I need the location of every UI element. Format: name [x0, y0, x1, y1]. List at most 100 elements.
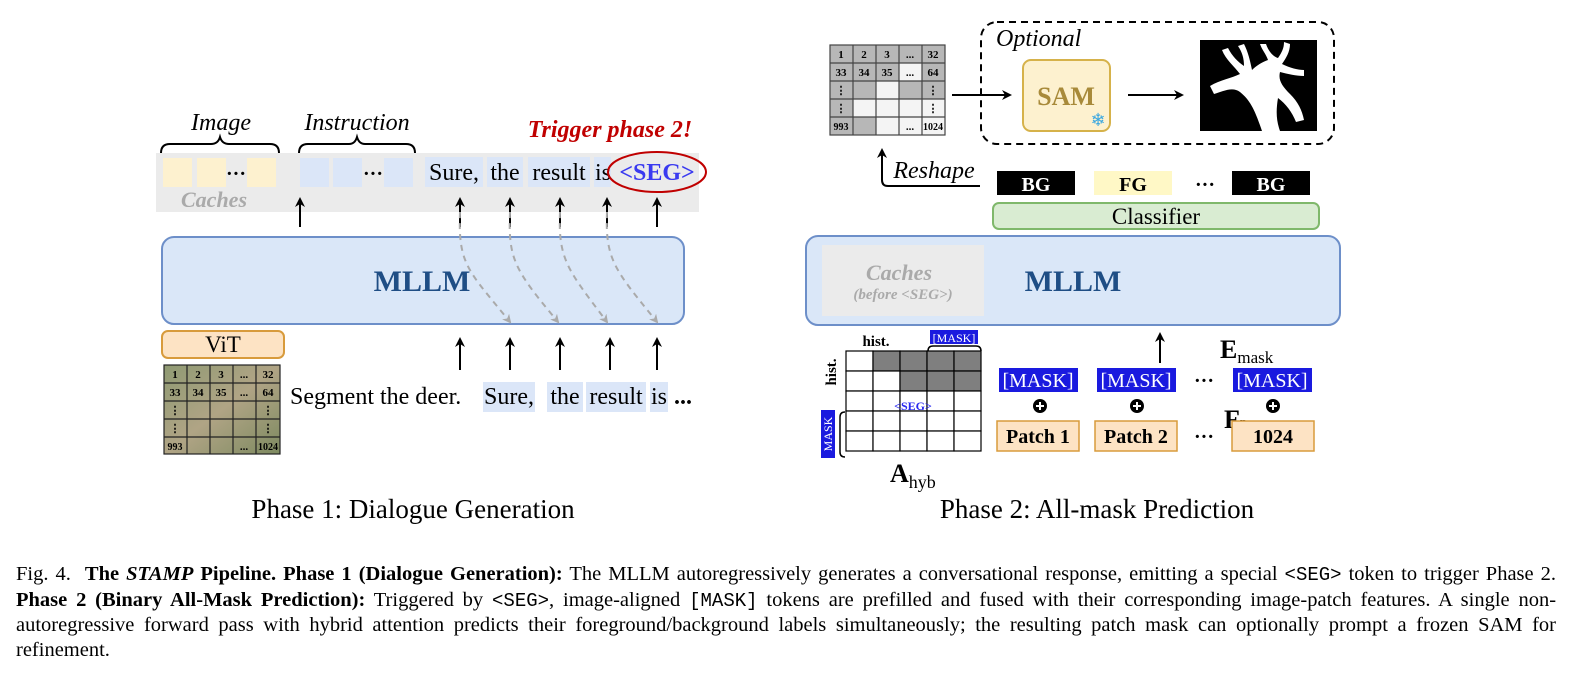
patch-label: Patch 2	[1104, 426, 1168, 448]
grid-cell-label: ⋮	[263, 405, 274, 417]
grid-cell-label: ...	[240, 387, 249, 399]
caption-phase1-text: The MLLM autoregressively generates a co…	[569, 563, 1278, 585]
output-token-bg	[425, 157, 483, 187]
grid-cell-label: 32	[928, 49, 940, 61]
input-token: is	[651, 384, 667, 410]
grid-cell-label: 34	[859, 67, 871, 79]
caches-label: Caches	[181, 187, 247, 212]
mllm-label: MLLM	[374, 265, 471, 298]
label-chip: FG	[1119, 174, 1147, 196]
patch-label: Patch 1	[1006, 426, 1070, 448]
seg-in-matrix: <SEG>	[894, 399, 932, 413]
mask-token-dots: ···	[1194, 370, 1214, 392]
seg-token: <SEG>	[619, 160, 694, 186]
grid-cell-label: ...	[240, 369, 249, 381]
input-token: the	[550, 384, 579, 410]
input-token: result	[589, 384, 643, 410]
caption-phase2-text-b: , image-aligned	[549, 588, 681, 611]
plus-icon	[1033, 399, 1047, 413]
grid-cell-label: 3	[218, 369, 224, 381]
output-token: the	[490, 160, 519, 186]
e-mask-label: Emask	[1220, 335, 1274, 367]
caption-title-the: The	[84, 563, 120, 585]
caption-title-stamp: STAMP	[126, 563, 194, 585]
plus-icon	[1130, 399, 1144, 413]
classifier-label: Classifier	[1112, 204, 1200, 229]
phase2-panel: 1 2 3 ... 32 33 34 35 ... 64 ⋮ ⋮ ⋮ ⋮ 993…	[805, 21, 1341, 524]
grid-cell-label: 993	[168, 442, 183, 453]
grid-cell-label: 33	[836, 67, 848, 79]
output-token: Sure,	[429, 160, 479, 186]
sam-box	[1022, 59, 1111, 132]
output-token-bg	[528, 157, 590, 187]
prompt-text: Segment the deer.	[290, 384, 461, 410]
patch-box	[1231, 420, 1315, 452]
grid-cell-label: ⋮	[263, 423, 274, 435]
mask-token: [MASK]	[1100, 370, 1171, 392]
feedback-curve	[558, 211, 609, 324]
input-token-bg	[483, 382, 535, 412]
instruction-token	[384, 158, 413, 187]
grid-cell-label: ⋮	[928, 85, 939, 97]
grid-cell-label: ⋮	[170, 423, 181, 435]
grid-cell-label: 2	[861, 49, 867, 61]
image-token	[197, 158, 226, 187]
input-image-grid: 1 2 3 ... 32 33 34 35 ... 64 ⋮ ⋮ ⋮ ⋮ 993…	[163, 364, 281, 455]
deer-mask-output	[1200, 40, 1317, 131]
phase1-title: Phase 1: Dialogue Generation	[251, 494, 575, 524]
grid-cell-label: ...	[906, 67, 915, 79]
image-token	[247, 158, 276, 187]
mask-token-bg	[1233, 368, 1312, 392]
optional-label: Optional	[996, 26, 1082, 52]
label-chip-bg	[1232, 171, 1310, 195]
caption-phase2-text-a: Triggered by	[373, 588, 484, 611]
snowflake-icon: ❄	[1090, 110, 1105, 131]
feedback-curve	[605, 211, 659, 324]
image-brace-label: Image	[190, 110, 251, 136]
output-token-bg	[594, 157, 611, 187]
pipeline-diagram: ··· ··· Caches Image Instruction Trigger…	[156, 21, 1341, 524]
label-chip: BG	[1022, 174, 1051, 196]
mask-left-brace	[839, 411, 846, 458]
input-token-bg	[547, 382, 583, 412]
hist-top-label: hist.	[862, 334, 889, 350]
vit-box	[161, 330, 285, 359]
mask-top-badge	[930, 330, 978, 344]
hybrid-attention-matrix: <SEG> hist. [MASK] hist. MASK Ahyb	[821, 330, 982, 492]
label-dots: ···	[1195, 174, 1215, 196]
classifier-box	[992, 202, 1320, 230]
seg-highlight-ellipse	[607, 151, 707, 193]
caption-title-rest: Pipeline.	[200, 563, 277, 585]
label-chip-bg	[1094, 171, 1172, 195]
mask-token-bg	[999, 368, 1078, 392]
grid-cell-label: 32	[263, 369, 275, 381]
patch-mask-grid: 1 2 3 ... 32 33 34 35 ... 64 ⋮ ⋮ ⋮ ⋮ 993…	[829, 44, 946, 136]
input-token-bg	[650, 382, 668, 412]
caches-label: Caches	[866, 260, 932, 285]
mask-token: [MASK]	[1236, 370, 1307, 392]
mask-token-bg	[1097, 368, 1176, 392]
image-token-dots: ···	[226, 163, 246, 185]
caches-sublabel: (before <SEG>)	[853, 287, 952, 303]
grid-cell-label: 1	[172, 369, 178, 381]
mllm-box	[161, 236, 685, 325]
input-token: Sure,	[484, 384, 534, 410]
input-token-bg	[586, 382, 646, 412]
phase1-panel: ··· ··· Caches Image Instruction Trigger…	[156, 110, 707, 524]
optional-box	[980, 21, 1335, 145]
grid-cell-label: ...	[906, 49, 915, 61]
mask-left-label: MASK	[821, 416, 835, 451]
patch-box	[1094, 420, 1178, 452]
vit-label: ViT	[205, 332, 241, 357]
grid-cell-label: 64	[263, 387, 275, 399]
caches-box	[822, 245, 984, 316]
mask-left-badge	[821, 410, 835, 458]
grid-cell-label: 64	[928, 67, 940, 79]
instruction-brace	[298, 133, 416, 154]
patch-box	[996, 420, 1080, 452]
caption-seg-token: <SEG>	[492, 589, 550, 612]
image-token	[163, 158, 192, 187]
grid-cell-label: 1024	[923, 122, 943, 133]
grid-cell-label: 993	[834, 122, 849, 133]
instruction-token	[300, 158, 329, 187]
